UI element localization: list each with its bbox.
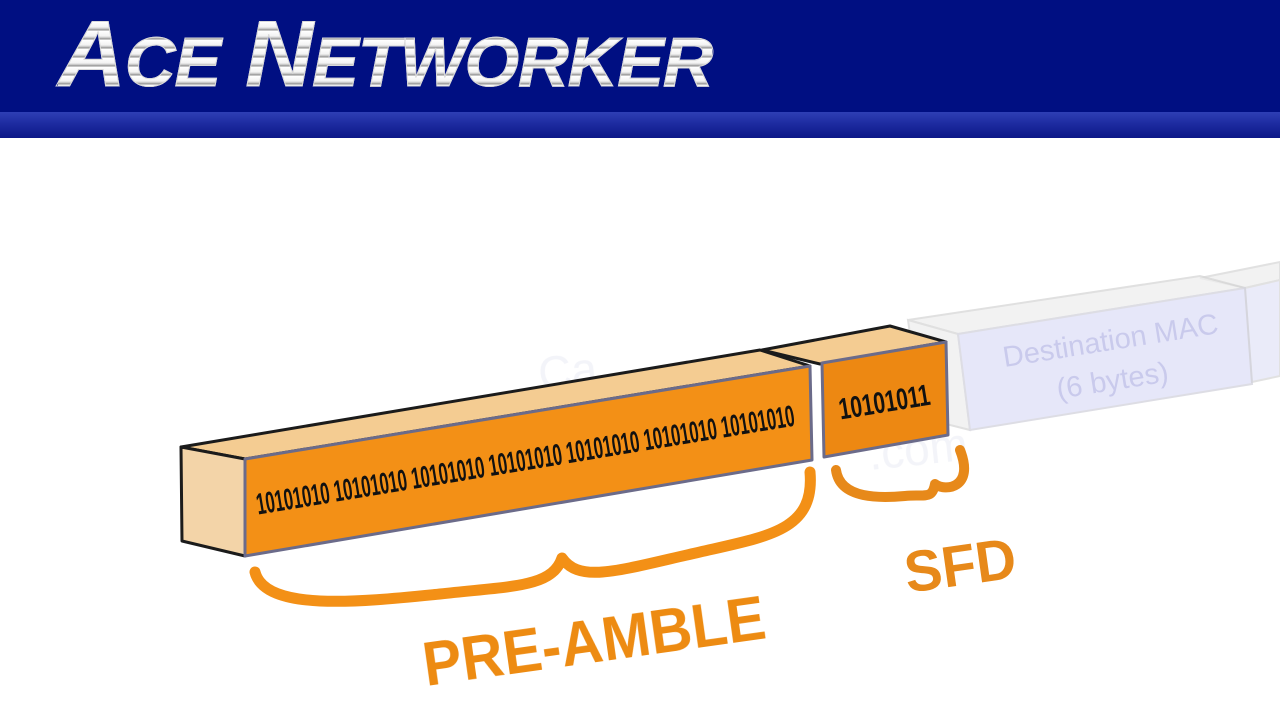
ace-networker-logo: ACE NETWORKER xyxy=(58,1,714,112)
preamble-brace xyxy=(249,466,816,607)
header-banner: ACE NETWORKER xyxy=(0,0,1280,112)
sfd-brace xyxy=(831,445,970,502)
logo-letter-a: A xyxy=(58,1,127,106)
logo-word-ce: CE xyxy=(124,23,221,102)
destination-mac-block: Destination MAC (6 bytes) xyxy=(906,274,1254,432)
preamble-label: PRE-AMBLE xyxy=(419,584,770,700)
logo-word-etworker: ETWORKER xyxy=(312,23,714,102)
preamble-block: 10101010 10101010 10101010 10101010 1010… xyxy=(179,348,814,558)
header-stripe xyxy=(0,112,1280,138)
logo-letter-n: N xyxy=(245,1,314,106)
sfd-block: 10101011 xyxy=(760,324,950,459)
sfd-label: SFD xyxy=(900,526,1020,606)
